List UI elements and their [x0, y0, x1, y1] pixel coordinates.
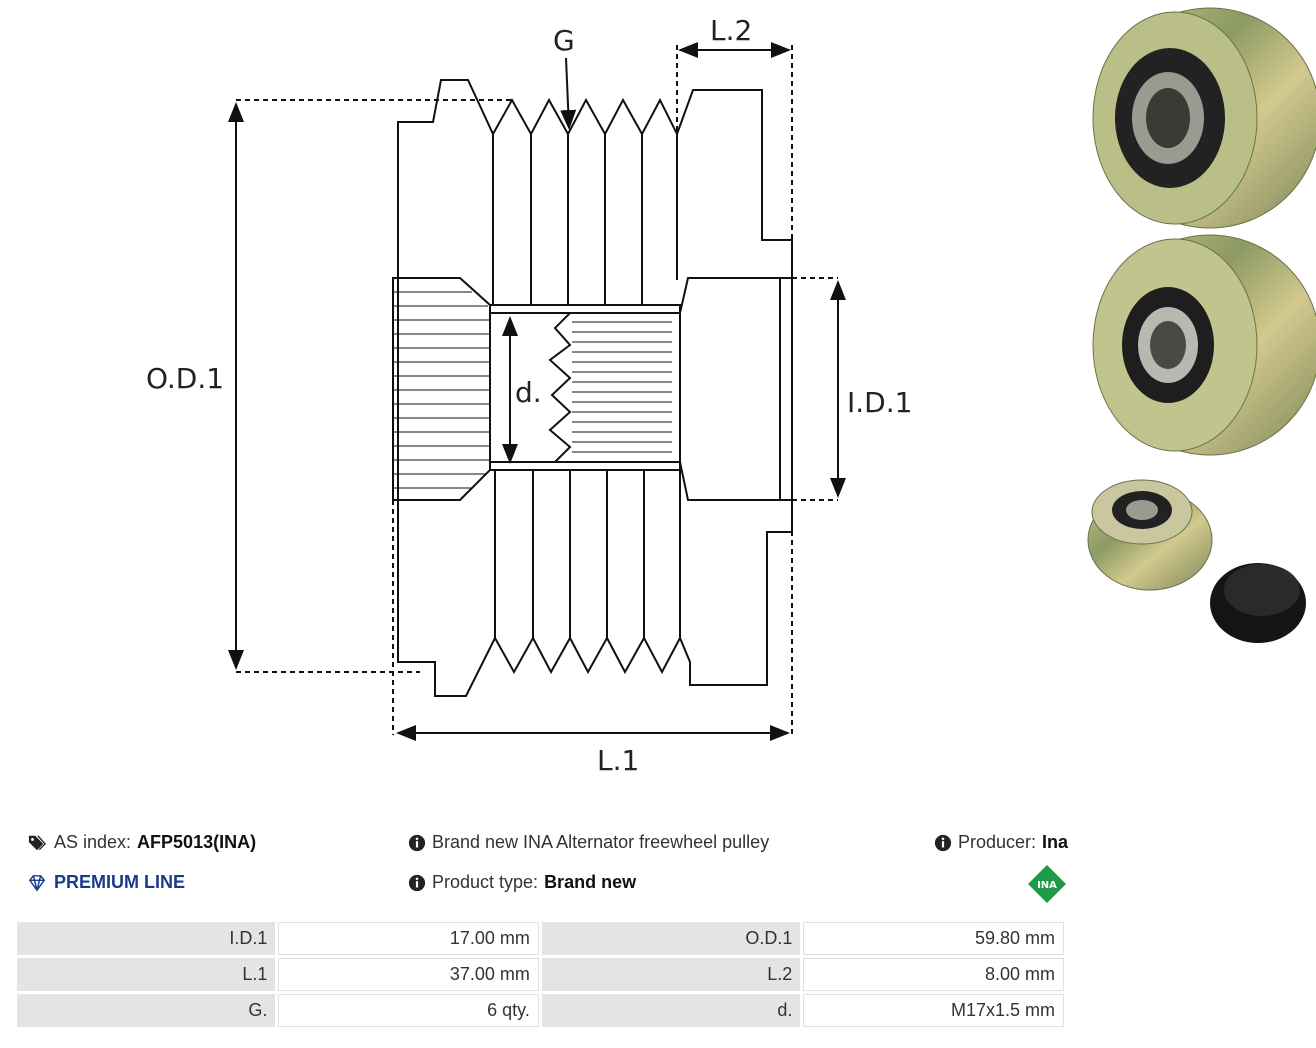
spec-value: 37.00 mm	[278, 958, 539, 991]
table-row: L.1 37.00 mm L.2 8.00 mm	[17, 958, 1064, 991]
spec-key: O.D.1	[541, 922, 801, 955]
table-row: I.D.1 17.00 mm O.D.1 59.80 mm	[17, 922, 1064, 955]
spec-value: 6 qty.	[278, 994, 539, 1027]
spec-value: M17x1.5 mm	[803, 994, 1064, 1027]
info-icon	[408, 834, 426, 851]
ina-logo: INA	[1028, 865, 1066, 903]
spec-value: 8.00 mm	[803, 958, 1064, 991]
premium-line-row: PREMIUM LINE	[26, 872, 185, 893]
product-type-label: Product type:	[432, 872, 539, 892]
label-g: G	[553, 24, 575, 57]
spec-value: 59.80 mm	[803, 922, 1064, 955]
producer-label: Producer:	[958, 832, 1037, 852]
pulley-photo-front	[1092, 7, 1316, 229]
label-id1: I.D.1	[847, 386, 912, 419]
label-l1: L.1	[597, 744, 639, 777]
svg-text:INA: INA	[1037, 880, 1057, 891]
table-row: G. 6 qty. d. M17x1.5 mm	[17, 994, 1064, 1027]
spec-value: 17.00 mm	[278, 922, 539, 955]
label-od1: O.D.1	[146, 362, 224, 395]
premium-line-label: PREMIUM LINE	[54, 872, 186, 892]
as-index-row: AS index: AFP5013(INA)	[26, 832, 256, 853]
right-hub	[679, 277, 793, 501]
pulley-outline-top	[397, 79, 793, 500]
info-icon	[934, 834, 952, 851]
producer-row: Producer: Ina	[934, 832, 1068, 853]
label-l2: L.2	[710, 14, 752, 47]
pulley-technical-drawing: G L.2 O.D.1 I.D.1 d. L.1	[146, 14, 912, 777]
dust-cap-photo	[1210, 563, 1306, 643]
description-row: Brand new INA Alternator freewheel pulle…	[408, 832, 769, 853]
pulley-outline-bottom	[397, 500, 793, 697]
producer-value: Ina	[1042, 832, 1069, 852]
info-icon	[408, 874, 426, 891]
spec-key: L.1	[17, 958, 276, 991]
tags-icon	[28, 835, 46, 850]
specs-table: I.D.1 17.00 mm O.D.1 59.80 mm L.1 37.00 …	[14, 919, 1067, 1030]
product-type-value: Brand new	[544, 872, 637, 892]
spec-key: I.D.1	[17, 922, 276, 955]
pulley-photo-small	[1087, 479, 1213, 591]
spline-hub	[392, 277, 491, 501]
spec-key: d.	[541, 994, 801, 1027]
pulley-photo-back	[1092, 234, 1316, 456]
spec-key: G.	[17, 994, 276, 1027]
spec-key: L.2	[541, 958, 801, 991]
product-type-row: Product type: Brand new	[408, 872, 636, 893]
as-index-value: AFP5013(INA)	[137, 832, 257, 852]
diamond-icon	[28, 874, 46, 891]
product-photos	[1087, 7, 1316, 643]
description-text: Brand new INA Alternator freewheel pulle…	[432, 832, 770, 852]
as-index-label: AS index:	[54, 832, 132, 852]
label-d: d.	[515, 376, 542, 409]
